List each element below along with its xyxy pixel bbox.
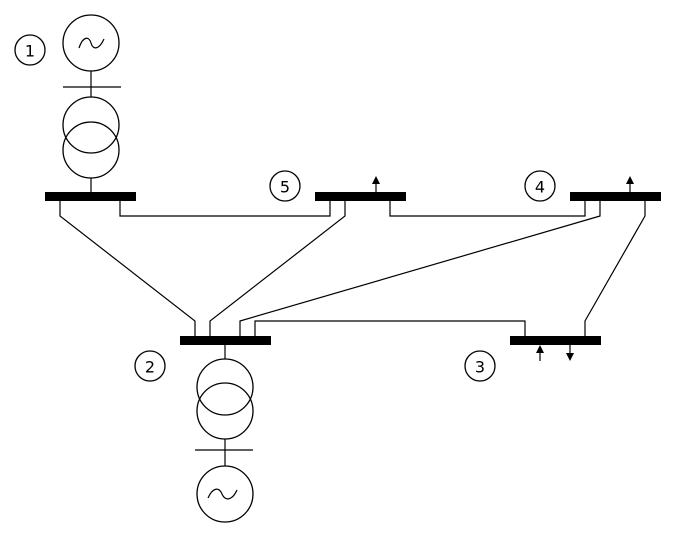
sine-wave-icon [78,37,105,49]
bus-2-number: 2 [145,358,155,377]
line-5-4[interactable] [389,201,586,217]
label-circle [269,170,301,202]
bus-4-number: 4 [535,178,545,197]
transformer-2-primary-icon [196,358,254,416]
line-1-2[interactable] [59,201,196,336]
label-circle [464,350,496,382]
bus-5-number: 5 [280,178,290,197]
bus-4-label: 4 [524,170,556,202]
transformer-1-primary-icon [62,96,120,154]
bus-2-label: 2 [134,350,166,382]
bus-4-bar[interactable] [570,192,661,201]
ac-generator-icon [196,465,254,523]
sine-wave-icon [207,488,238,500]
bus-5-bar[interactable] [315,192,406,201]
line-2-3[interactable] [254,320,526,336]
bus-1-number: 1 [25,42,35,61]
generator-1 [62,14,121,193]
bus-3-bar[interactable] [510,336,601,345]
line-1-5[interactable] [119,201,331,217]
generator-2 [195,345,254,523]
bus-2-bar[interactable] [180,336,271,345]
label-circle [524,170,556,202]
line-4-3[interactable] [584,201,646,336]
bus-3-number: 3 [475,358,485,377]
transformer-1-secondary-icon [62,121,120,179]
label-circle [134,350,166,382]
bus-5-label: 5 [269,170,301,202]
bus-1-bar[interactable] [45,192,136,201]
line-5-2[interactable] [209,201,346,336]
bus-3-label: 3 [464,350,496,382]
transformer-2-secondary-icon [196,382,254,440]
label-circle [14,34,46,66]
bus-1-label: 1 [14,34,46,66]
line-4-2[interactable] [239,201,601,336]
